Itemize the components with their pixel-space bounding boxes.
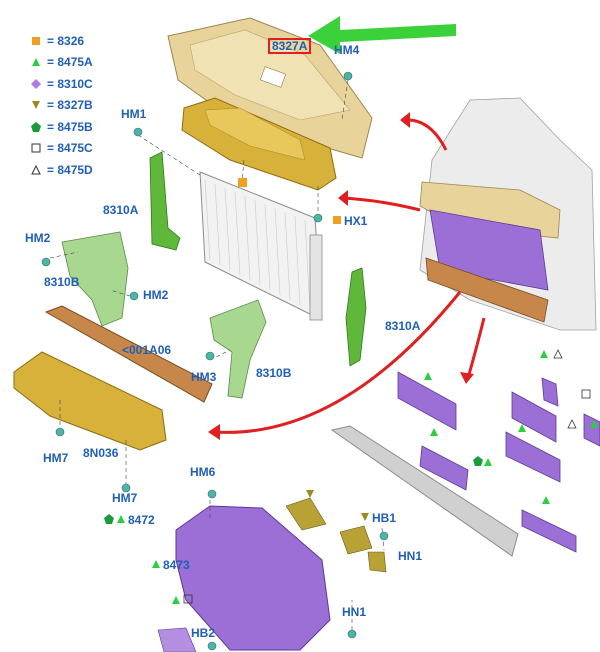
label-lower-deflector: 8310B	[256, 366, 292, 380]
symbol-8475D-triangle	[553, 349, 563, 359]
assembly-arrowheads	[208, 112, 474, 440]
label-lower-shield: 8N036	[83, 446, 119, 460]
symbol-8475A-triangle	[590, 420, 598, 428]
outline-triangle-icon	[30, 164, 42, 176]
symbol-8327B-triangle	[306, 490, 314, 498]
green-triangle-icon	[151, 556, 161, 574]
fastener-hb1	[379, 531, 389, 541]
green-triangle-icon	[30, 56, 42, 68]
label-shutter-code: 8472	[128, 513, 155, 527]
orange-square-icon	[30, 35, 42, 47]
symbol-8475A-triangle	[518, 424, 526, 432]
symbol-8475A-triangle	[540, 350, 548, 358]
fastener-hb2	[207, 641, 217, 651]
label-hb1-group: HB1	[360, 509, 396, 527]
label-hm6: HM6	[190, 465, 216, 479]
symbol-8475A-triangle	[430, 428, 438, 436]
fastener-hm2-right	[129, 291, 139, 301]
lower-air-shield	[13, 351, 167, 451]
symbol-8475A-triangle	[484, 458, 492, 466]
legend-text: = 8475A	[47, 55, 93, 70]
upper-air-shield	[167, 17, 373, 159]
legend-row: = 8475D	[30, 159, 150, 181]
legend-text: = 8475C	[47, 141, 93, 156]
label-hm3: HM3	[191, 370, 217, 384]
label-hb1: HB1	[372, 511, 397, 525]
green-triangle-icon	[116, 511, 126, 529]
lower-bracket-8310B	[209, 299, 267, 399]
fasteners	[41, 71, 389, 651]
symbol-8475C-square	[581, 389, 591, 399]
radiator	[199, 171, 323, 321]
label-hn1-upper: HN1	[398, 549, 423, 563]
legend-row: = 8310C	[30, 73, 150, 95]
green-pentagon-icon	[30, 121, 42, 133]
label-hx1-group: HX1	[332, 212, 367, 230]
label-hm2-top: HM2	[25, 231, 51, 245]
legend-text: = 8326	[47, 33, 85, 48]
label-hm4: HM4	[334, 43, 360, 57]
label-hm7-bottom: HM7	[112, 491, 138, 505]
label-hm7-left: HM7	[43, 451, 69, 465]
label-right-deflector: 8310A	[385, 319, 421, 333]
legend-text: = 8310C	[47, 76, 93, 91]
shutter-vanes	[397, 371, 600, 553]
highlight-arrow-icon	[308, 16, 456, 54]
label-hm2-right: HM2	[143, 288, 169, 302]
vehicle-front-end	[419, 97, 597, 331]
symbol-8475A-triangle	[424, 372, 432, 380]
right-deflector	[345, 267, 367, 367]
label-hb2: HB2	[191, 626, 216, 640]
symbol-8326-square	[238, 178, 247, 187]
fastener-hm6	[207, 489, 217, 499]
fastener-hn1-lower	[347, 629, 357, 639]
olive-down-triangle-icon	[360, 509, 370, 527]
green-pentagon-icon	[104, 511, 114, 529]
label-left-deflector-bottom: 8310B	[44, 275, 80, 289]
lower-strips	[285, 497, 387, 573]
symbol-8475A-triangle	[542, 496, 550, 504]
label-hm1: HM1	[121, 107, 147, 121]
fastener-hm4	[343, 71, 353, 81]
symbol-8475D-triangle	[567, 419, 577, 429]
legend-row: = 8327B	[30, 95, 150, 117]
label-shutter-frame-group: 8473	[151, 556, 190, 574]
label-hx1: HX1	[344, 214, 368, 228]
label-shutter-code-group: 8472	[104, 511, 155, 529]
bumper-beam	[330, 425, 519, 557]
symbol-8475B-pentagon	[473, 456, 483, 466]
label-shutter-frame: 8473	[163, 558, 190, 572]
label-beam-absorber: <001A06	[122, 343, 172, 357]
fastener-hm2-top	[41, 257, 51, 267]
outline-square-icon	[30, 142, 42, 154]
fastener-hm7-left	[55, 427, 65, 437]
fastener-hx1	[313, 213, 323, 223]
shutter-frame-link	[157, 627, 197, 652]
legend-row: = 8326	[30, 30, 150, 52]
fastener-hm3	[205, 351, 215, 361]
beam-absorber	[44, 305, 213, 403]
symbol-8475A-triangle	[172, 596, 180, 604]
left-deflector-upper	[149, 151, 181, 251]
legend-row: = 8475A	[30, 52, 150, 74]
legend-row: = 8475C	[30, 138, 150, 160]
shutter-frame	[175, 505, 331, 651]
label-hn1-lower: HN1	[342, 605, 367, 619]
label-upper-shield: 8327A	[268, 38, 312, 54]
olive-down-triangle-icon	[30, 99, 42, 111]
symbol-8475C-square	[183, 594, 193, 604]
purple-diamond-icon	[30, 78, 42, 90]
fastener-hm1	[133, 127, 143, 137]
fastener-hm7-bottom	[121, 483, 131, 493]
upper-gold-shield	[181, 97, 337, 191]
legend-text: = 8475D	[47, 162, 93, 177]
left-bracket-8310B	[61, 231, 129, 327]
label-left-deflector-top: 8310A	[103, 203, 139, 217]
legend-text: = 8475B	[47, 119, 93, 134]
legend-row: = 8475B	[30, 116, 150, 138]
legend-text: = 8327B	[47, 98, 93, 113]
part-symbol-legend: = 8326 = 8475A = 8310C = 8327B = 8475B =…	[30, 30, 150, 181]
orange-square-icon	[332, 212, 342, 230]
